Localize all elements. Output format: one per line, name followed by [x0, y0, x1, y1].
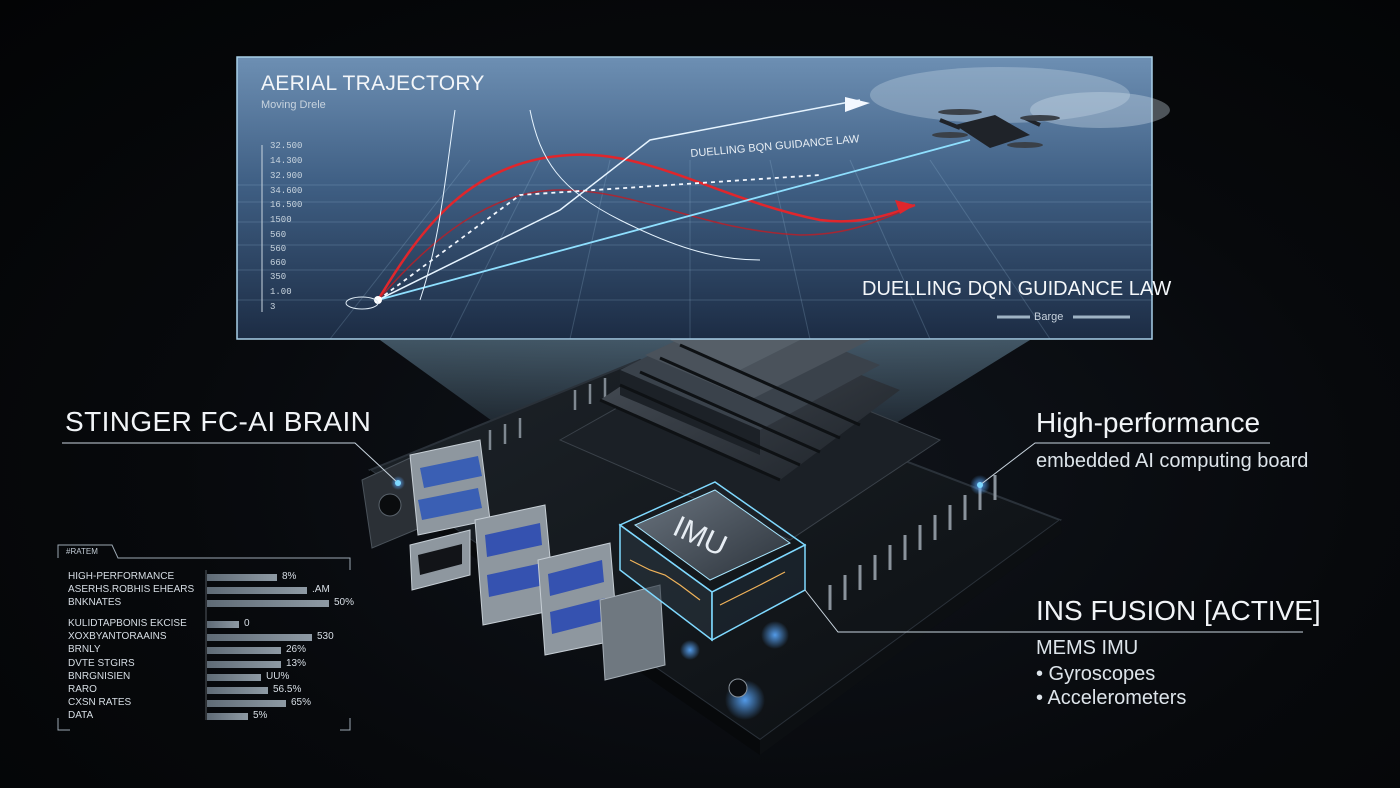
trajectory-dashed — [377, 174, 821, 301]
trajectory-cyan-1 — [377, 139, 971, 301]
ins-callout-subtitle: MEMS IMU — [1036, 637, 1139, 659]
panel-grid — [237, 159, 1152, 340]
stat-value: 5% — [253, 710, 268, 722]
ins-callout-title: INS FUSION [ACTIVE] — [1036, 595, 1321, 626]
stat-label: DATA — [68, 710, 94, 722]
stat-value: 56.5% — [273, 684, 302, 695]
y-tick: 32.900 — [270, 171, 303, 181]
stat-bar — [207, 700, 286, 708]
stat-value: 26% — [286, 644, 307, 656]
stat-label: CXSN RATES — [68, 697, 132, 709]
stat-value: 65% — [291, 697, 312, 709]
stat-bar — [207, 634, 312, 642]
y-tick: 1.00 — [270, 287, 292, 297]
trajectory-panel — [236, 56, 1170, 340]
stat-bar — [207, 621, 239, 628]
stat-label: RARO — [68, 684, 97, 695]
stat-label: BNRGNISIEN — [68, 670, 131, 682]
imu-chip — [618, 481, 807, 642]
power-jack — [361, 457, 421, 549]
stat-value: UU% — [266, 670, 290, 682]
y-tick: 32.500 — [270, 141, 303, 151]
stat-label: HIGH-PERFORMANCE — [68, 571, 175, 582]
panel-title: AERIAL TRAJECTORY — [261, 72, 485, 95]
stinger-callout-title: STINGER FC-AI BRAIN — [65, 406, 372, 437]
guidance-law-label: DUELLING DQN GUIDANCE LAW — [862, 278, 1172, 300]
back-pins — [488, 378, 607, 450]
stat-bar — [207, 587, 307, 594]
stat-bar — [207, 647, 281, 655]
stat-label: KULIDTAPBONIS EKCISE — [68, 618, 187, 629]
y-tick: 16.500 — [270, 200, 303, 210]
ports — [409, 439, 666, 681]
stat-bar — [207, 687, 268, 694]
drone-icon — [932, 109, 1060, 148]
stat-label: XOXBYANTORAAINS — [68, 631, 167, 643]
stat-bar — [207, 713, 248, 721]
trajectory-red-2 — [377, 189, 906, 301]
stat-bar — [207, 600, 329, 607]
y-tick: 1500 — [270, 215, 292, 225]
stat-value: 50% — [334, 597, 355, 608]
y-tick: 560 — [270, 230, 287, 240]
y-tick: 3 — [270, 302, 276, 312]
ins-item-accelerometers: • Accelerometers — [1036, 687, 1187, 709]
stats-panel-frame — [57, 544, 351, 731]
ins-item-gyroscopes: • Gyroscopes — [1036, 663, 1156, 685]
callout-lines — [62, 442, 1303, 633]
stat-value: 0 — [244, 618, 250, 629]
stat-value: 8% — [282, 571, 297, 582]
board-callout-title: High-performance — [1036, 407, 1261, 438]
panel-legend: Barge — [1034, 311, 1064, 323]
y-tick: 560 — [270, 244, 287, 254]
stat-label: ASERHS.ROBHIS EHEARS — [68, 584, 195, 595]
panel-subtitle: Moving Drele — [261, 99, 326, 111]
stat-bar — [207, 673, 261, 681]
stat-label: DVTE STGIRS — [68, 657, 135, 669]
y-tick: 34.600 — [270, 186, 303, 196]
stat-bar — [207, 574, 277, 581]
trajectory-cyan-2 — [377, 99, 861, 301]
stat-value: .AM — [312, 584, 330, 595]
gpio-header — [828, 475, 997, 610]
y-tick: 14.300 — [270, 156, 303, 166]
stat-label: BRNLY — [68, 644, 101, 656]
stat-value: 530 — [317, 631, 334, 643]
y-tick: 660 — [270, 258, 287, 268]
y-tick: 350 — [270, 272, 287, 282]
stats-header: #RATEM — [66, 547, 98, 556]
stat-value: 13% — [286, 657, 307, 669]
stat-bar — [207, 660, 281, 668]
stat-label: BNKNATES — [68, 597, 122, 608]
board-callout-subtitle: embedded AI computing board — [1036, 450, 1309, 472]
